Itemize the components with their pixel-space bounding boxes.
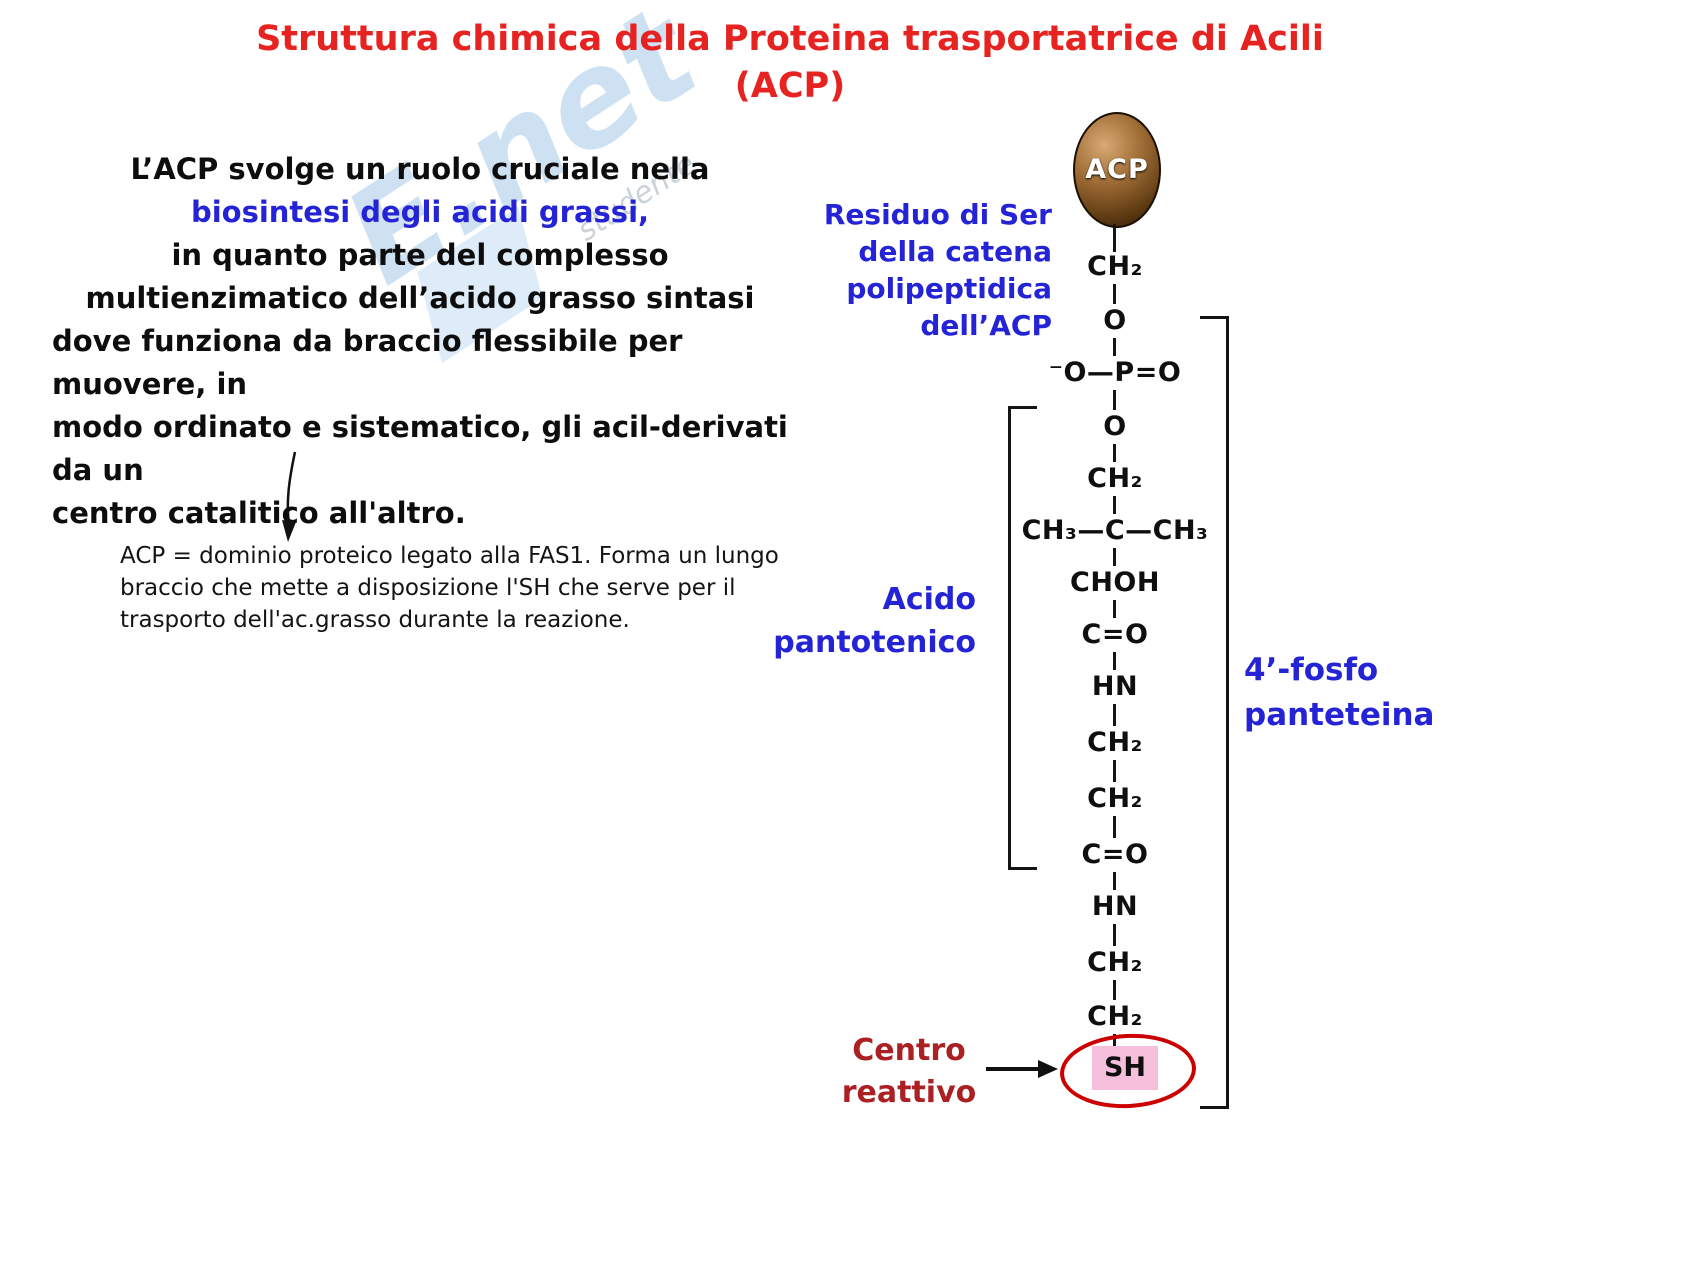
bond <box>1113 652 1116 670</box>
bond <box>1113 224 1116 252</box>
intro-line: multienzimatico dell’acido grasso sintas… <box>85 281 755 315</box>
bond <box>1113 390 1116 410</box>
bond <box>1113 338 1116 356</box>
intro-line: in quanto parte del complesso <box>171 238 669 272</box>
page-title: Struttura chimica della Proteina traspor… <box>0 16 1580 110</box>
chain-node: CH₂ <box>1087 783 1143 814</box>
reactive-site-ellipse <box>1058 1030 1198 1112</box>
chain-node-dimethyl: CH₃—C—CH₃ <box>1021 515 1209 546</box>
label-acido-line: Acido <box>882 582 976 617</box>
label-ser-line: della catena <box>858 235 1052 268</box>
bracket-fosfopanteteina <box>1200 316 1229 1109</box>
intro-line: modo ordinato e sistematico, gli acil-de… <box>52 410 788 487</box>
bond <box>1113 496 1116 514</box>
acp-note: ACP = dominio proteico legato alla FAS1.… <box>120 543 779 633</box>
label-centro-line: Centro <box>852 1033 966 1068</box>
page-title-line1: Struttura chimica della Proteina traspor… <box>256 19 1324 59</box>
bond <box>1113 1034 1116 1050</box>
bond <box>1113 444 1116 462</box>
bond <box>1113 816 1116 838</box>
page-title-line2: (ACP) <box>734 66 846 106</box>
label-fosfopanteteina: 4’-fosfo panteteina <box>1244 648 1504 738</box>
bond <box>1113 548 1116 566</box>
bond <box>1113 924 1116 946</box>
bond <box>1113 284 1116 304</box>
label-ser-line: polipeptidica <box>846 272 1052 305</box>
chain-node: CH₂ <box>1087 727 1143 758</box>
label-acido-line: pantotenico <box>773 625 976 660</box>
down-arrow-icon <box>282 451 297 542</box>
chain-node: CH₂ <box>1087 251 1143 282</box>
label-acido-pantotenico: Acido pantotenico <box>700 578 976 664</box>
acp-protein-ball: ACP <box>1073 112 1161 228</box>
chain-node: O <box>1103 411 1127 442</box>
intro-line: dove funziona da braccio flessibile per … <box>52 324 683 401</box>
label-fosfo-line: panteteina <box>1244 697 1435 733</box>
chain-node: CHOH <box>1070 567 1160 598</box>
chain-node: HN <box>1091 891 1139 922</box>
intro-line: L’ACP svolge un ruolo cruciale nella <box>130 152 710 186</box>
chain-node: CH₂ <box>1087 1001 1143 1032</box>
label-fosfo-line: 4’-fosfo <box>1244 652 1379 688</box>
bond <box>1113 760 1116 782</box>
bond <box>1113 980 1116 1000</box>
chain-node: O <box>1103 305 1127 336</box>
reactive-sh-group: SH <box>1092 1046 1158 1090</box>
chain-node: HN <box>1091 671 1139 702</box>
bracket-acido-pantotenico <box>1008 406 1037 870</box>
label-ser-residue: Residuo di Ser della catena polipeptidic… <box>760 196 1052 344</box>
label-centro-line: reattivo <box>841 1075 977 1110</box>
right-arrow-icon <box>986 1060 1058 1078</box>
bond <box>1113 872 1116 890</box>
bond <box>1113 600 1116 618</box>
intro-text: L’ACP svolge un ruolo cruciale nella bio… <box>40 148 800 535</box>
label-centro-reattivo: Centro reattivo <box>838 1030 980 1114</box>
chain-node: CH₂ <box>1087 463 1143 494</box>
chain-node: C=O <box>1081 619 1149 650</box>
chain-node: C=O <box>1081 839 1149 870</box>
chain-node-phosphate: ⁻O—P=O <box>1048 357 1182 388</box>
intro-line: centro catalitico all'altro. <box>52 496 466 530</box>
chain-node: CH₂ <box>1087 947 1143 978</box>
label-ser-line: dell’ACP <box>920 309 1052 342</box>
bond <box>1113 704 1116 726</box>
intro-line-highlight: biosintesi degli acidi grassi, <box>190 195 650 229</box>
label-ser-line: Residuo di Ser <box>823 198 1052 231</box>
